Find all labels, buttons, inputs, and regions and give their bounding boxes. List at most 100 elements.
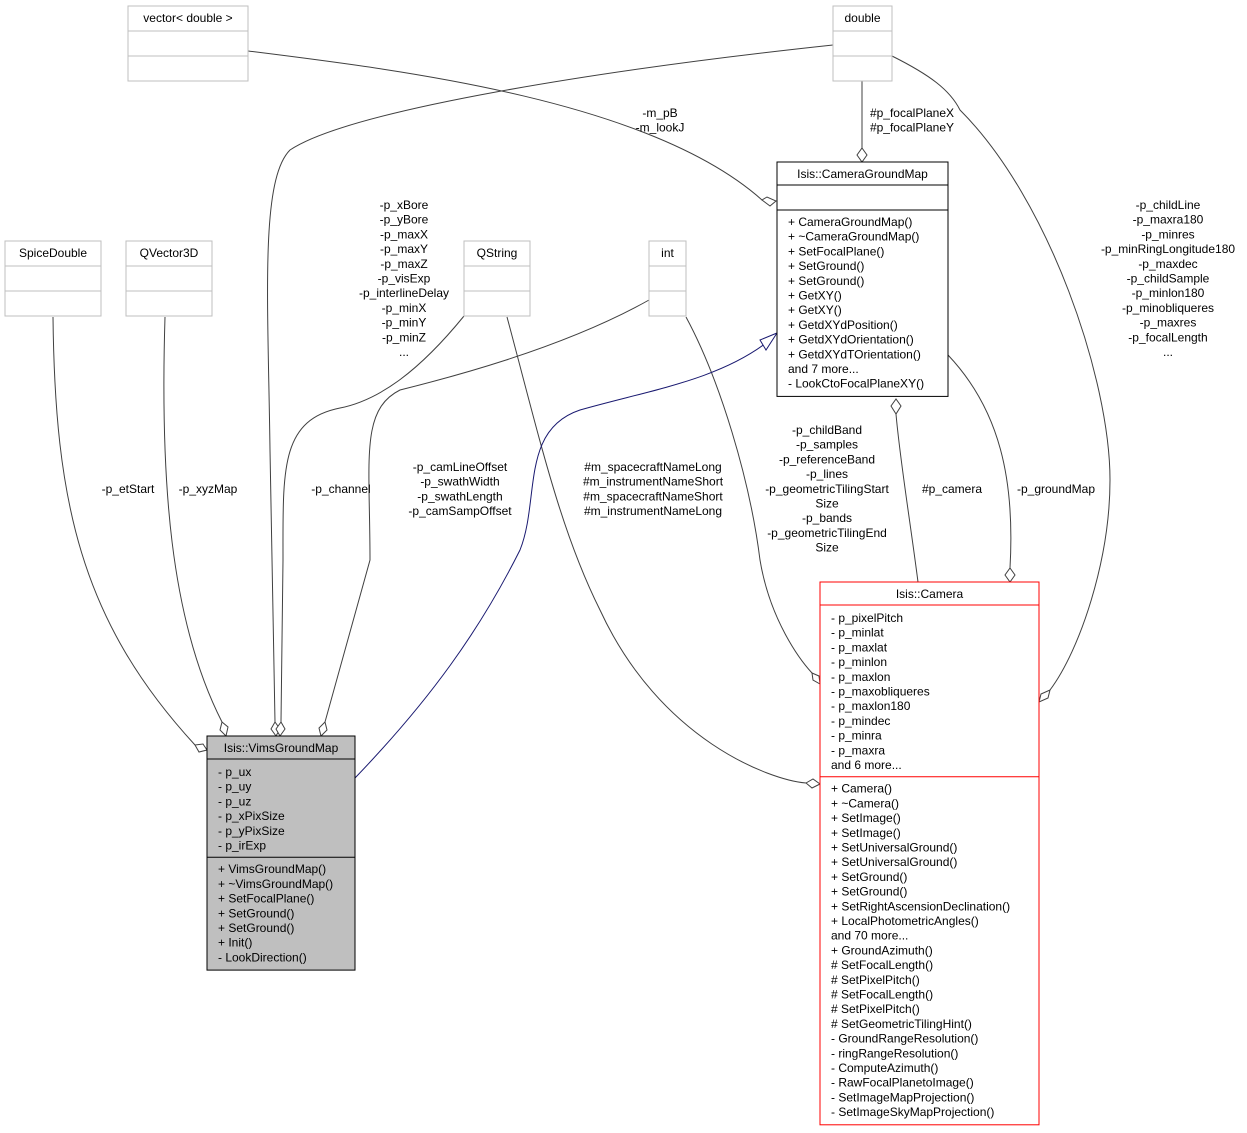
class-attribute: and 6 more... bbox=[831, 758, 902, 772]
class-attribute: - p_minlon bbox=[831, 655, 887, 669]
edge-label-qstring-to-vims: -p_camSampOffset bbox=[408, 504, 512, 518]
class-method: + GroundAzimuth() bbox=[831, 943, 933, 957]
edge-qstring-to-camera bbox=[506, 316, 807, 784]
edge-label-int-to-camera: -p_lines bbox=[806, 467, 848, 481]
class-method: + SetImage() bbox=[831, 811, 901, 825]
edge-label-double-to-camera: ... bbox=[1163, 345, 1173, 359]
aggregation-diamond-icon bbox=[805, 778, 821, 789]
edge-label-double-to-camera: -p_focalLength bbox=[1128, 330, 1207, 344]
class-method: # SetPixelPitch() bbox=[831, 973, 920, 987]
class-method: + SetGround() bbox=[218, 921, 294, 935]
edge-camera-to-cgm bbox=[895, 413, 919, 583]
class-method: - RawFocalPlanetoImage() bbox=[831, 1076, 974, 1090]
class-attribute: - p_minlat bbox=[831, 626, 884, 640]
class-method: - GroundRangeResolution() bbox=[831, 1032, 978, 1046]
class-method: + ~VimsGroundMap() bbox=[218, 877, 333, 891]
class-int[interactable]: int bbox=[648, 240, 687, 317]
edge-label-qstring-to-vims: -p_swathLength bbox=[417, 489, 502, 503]
class-method: + SetUniversalGround() bbox=[831, 855, 957, 869]
edge-label-vector-to-cgm: -m_pB bbox=[642, 106, 677, 120]
edge-label-double-to-vims: -p_maxZ bbox=[380, 257, 427, 271]
class-title: QVector3D bbox=[140, 246, 199, 260]
edge-double-to-vims bbox=[267, 44, 834, 723]
class-method: # SetFocalLength() bbox=[831, 988, 933, 1002]
class-double[interactable]: double bbox=[832, 5, 893, 82]
edge-label-qstring-to-camera: #m_spacecraftNameLong bbox=[584, 460, 721, 474]
class-method: + GetXY() bbox=[788, 289, 842, 303]
class-method: + GetXY() bbox=[788, 303, 842, 317]
class-method: + SetGround() bbox=[788, 259, 864, 273]
class-method: + ~CameraGroundMap() bbox=[788, 230, 919, 244]
edge-label-camera-to-cgm: -p_groundMap bbox=[1017, 482, 1095, 496]
edge-label-int-to-vims: -p_channel bbox=[311, 482, 370, 496]
edge-label-qstring-to-camera: #m_spacecraftNameShort bbox=[583, 489, 723, 503]
edge-label-double-to-vims: -p_maxX bbox=[380, 227, 428, 241]
class-camera[interactable]: Isis::Camera- p_pixelPitch- p_minlat- p_… bbox=[819, 581, 1040, 1126]
edge-vector-to-cgm bbox=[247, 50, 763, 201]
class-method: + SetFocalPlane() bbox=[218, 892, 314, 906]
class-method: + ~Camera() bbox=[831, 796, 899, 810]
class-method: # SetFocalLength() bbox=[831, 958, 933, 972]
class-method: - LookCtoFocalPlaneXY() bbox=[788, 377, 924, 391]
edge-label-double-to-cgm: #p_focalPlaneY bbox=[870, 121, 954, 135]
aggregation-diamond-icon bbox=[761, 196, 777, 207]
edge-label-double-to-vims: -p_minX bbox=[382, 301, 427, 315]
edge-label-double-to-vims: -p_yBore bbox=[380, 213, 429, 227]
class-spice-double[interactable]: SpiceDouble bbox=[4, 240, 102, 317]
edge-label-qstring-to-camera: #m_instrumentNameShort bbox=[583, 475, 724, 489]
class-qvector3d[interactable]: QVector3D bbox=[125, 240, 213, 317]
edge-int-to-camera bbox=[685, 316, 813, 674]
class-attribute: - p_irExp bbox=[218, 839, 266, 853]
edge-label-qstring-to-vims: -p_camLineOffset bbox=[413, 460, 508, 474]
edge-label-double-to-vims: -p_interlineDelay bbox=[359, 286, 449, 300]
class-method: + SetUniversalGround() bbox=[831, 841, 957, 855]
edge-inheritance bbox=[354, 339, 771, 779]
class-attribute: - p_xPixSize bbox=[218, 809, 285, 823]
aggregation-diamond-icon bbox=[219, 721, 229, 737]
edge-label-qstring-to-camera: #m_instrumentNameLong bbox=[584, 504, 722, 518]
edge-label-double-to-camera: -p_minlon180 bbox=[1132, 286, 1205, 300]
class-method: and 70 more... bbox=[831, 929, 908, 943]
class-method: + Init() bbox=[218, 936, 252, 950]
edge-label-double-to-vims: -p_minZ bbox=[382, 330, 426, 344]
class-method: + VimsGroundMap() bbox=[218, 862, 326, 876]
edge-label-spice-to-vims: -p_etStart bbox=[102, 482, 155, 496]
class-method: # SetGeometricTilingHint() bbox=[831, 1017, 972, 1031]
class-attribute: - p_mindec bbox=[831, 714, 890, 728]
class-attribute: - p_maxlat bbox=[831, 640, 888, 654]
edge-label-int-to-camera: -p_bands bbox=[802, 511, 852, 525]
edge-labels: -m_pB-m_lookJ#p_focalPlaneX#p_focalPlane… bbox=[102, 106, 1236, 555]
class-title: Isis::CameraGroundMap bbox=[797, 167, 928, 181]
edge-label-double-to-vims: -p_maxY bbox=[380, 242, 428, 256]
class-method: + SetGround() bbox=[831, 870, 907, 884]
aggregation-diamond-icon bbox=[1038, 689, 1051, 703]
class-vector-double[interactable]: vector< double > bbox=[127, 5, 249, 82]
class-method: + Camera() bbox=[831, 782, 892, 796]
edge-label-qstring-to-vims: -p_swathWidth bbox=[420, 475, 499, 489]
class-vims-ground-map[interactable]: Isis::VimsGroundMap- p_ux- p_uy- p_uz- p… bbox=[206, 735, 356, 971]
edge-label-double-to-camera: -p_minobliqueres bbox=[1122, 301, 1214, 315]
aggregation-diamond-icon bbox=[318, 721, 328, 737]
aggregation-diamond-icon bbox=[1004, 567, 1016, 583]
class-attribute: - p_uy bbox=[218, 780, 251, 794]
class-camera-ground-map[interactable]: Isis::CameraGroundMap+ CameraGroundMap()… bbox=[776, 161, 949, 397]
class-method: + SetImage() bbox=[831, 826, 901, 840]
edge-label-double-to-vims: ... bbox=[399, 345, 409, 359]
markers bbox=[194, 147, 1051, 789]
edge-label-int-to-camera: -p_geometricTilingEnd bbox=[767, 526, 887, 540]
edge-label-double-to-camera: -p_minres bbox=[1141, 227, 1194, 241]
class-attribute: - p_maxlon bbox=[831, 670, 890, 684]
class-attribute: - p_ux bbox=[218, 765, 251, 779]
edge-label-double-to-camera: -p_maxdec bbox=[1138, 257, 1197, 271]
edge-label-cgm-to-camera: #p_camera bbox=[922, 482, 982, 496]
class-attribute: - p_minra bbox=[831, 729, 882, 743]
class-method: # SetPixelPitch() bbox=[831, 1002, 920, 1016]
class-attribute: - p_pixelPitch bbox=[831, 611, 903, 625]
class-qstring[interactable]: QString bbox=[463, 240, 531, 317]
class-method: + SetFocalPlane() bbox=[788, 244, 884, 258]
class-title: Isis::VimsGroundMap bbox=[224, 741, 339, 755]
class-method: - SetImageSkyMapProjection() bbox=[831, 1105, 994, 1119]
aggregation-diamond-icon bbox=[856, 147, 868, 163]
class-method: - ComputeAzimuth() bbox=[831, 1061, 938, 1075]
